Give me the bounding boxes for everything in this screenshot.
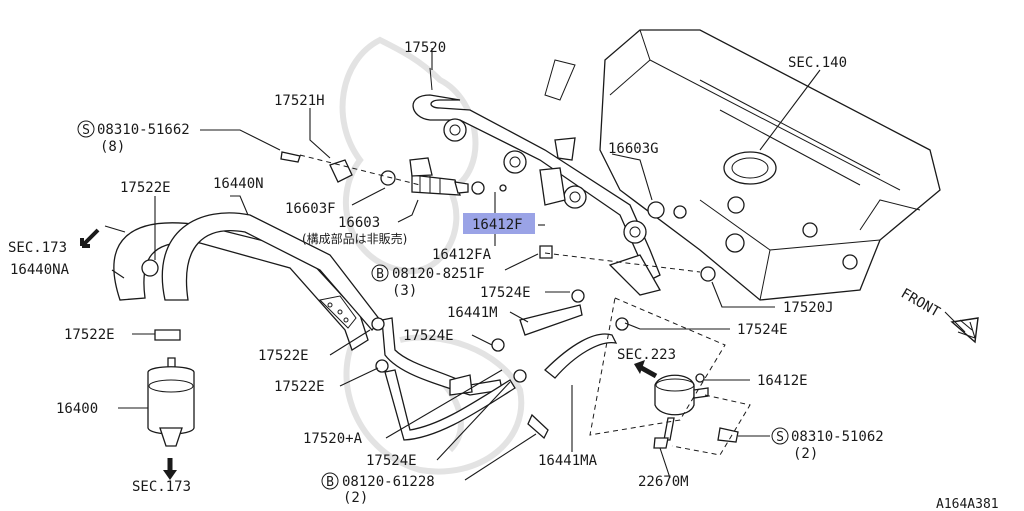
label-08310-51062: 08310-51062 [791, 429, 884, 445]
label-16412fa: 16412FA [432, 247, 492, 263]
label-17524e: 17524E [403, 328, 454, 344]
label-16603f: 16603F [285, 201, 336, 217]
label-08120-61228-qty: (2) [343, 490, 368, 506]
label-16603g: 16603G [608, 141, 659, 157]
lower-fuel-pipes [371, 289, 629, 441]
label-16440n: 16440N [213, 176, 264, 192]
svg-text:S: S [82, 123, 90, 138]
label-16441m: 16441M [447, 305, 498, 321]
label-08310-51062-qty: (2) [793, 446, 818, 462]
label-17520: 17520 [404, 40, 446, 56]
label-17520-a: 17520+A [303, 431, 363, 447]
label-17522e: 17522E [120, 180, 171, 196]
label-16603: 16603 [338, 215, 380, 231]
s-marker-icon: S [771, 427, 789, 445]
label-sec-140: SEC.140 [788, 55, 847, 71]
label-16441ma: 16441MA [538, 453, 598, 469]
s-marker-icon: S [77, 120, 95, 138]
fuel-rail [412, 67, 661, 296]
highlight-box [463, 213, 535, 234]
label-sec-223: SEC.223 [617, 347, 676, 363]
svg-text:S: S [776, 430, 784, 445]
label-16400: 16400 [56, 401, 98, 417]
label-17522e: 17522E [258, 348, 309, 364]
b-marker-icon: B [321, 472, 339, 490]
label-08120-8251f: 08120-8251F [392, 266, 485, 282]
label-17524e: 17524E [366, 453, 417, 469]
fasteners [280, 151, 739, 443]
fuel-filter [147, 357, 195, 447]
label-not-sold-note: (構成部品は非販売) [302, 231, 407, 246]
b-marker-icon: B [371, 264, 389, 282]
label-17524e: 17524E [480, 285, 531, 301]
svg-text:B: B [326, 475, 334, 490]
label-16412e: 16412E [757, 373, 808, 389]
label-16440na: 16440NA [10, 262, 70, 278]
label-17521h: 17521H [274, 93, 325, 109]
label-17522e: 17522E [274, 379, 325, 395]
label-17522e: 17522E [64, 327, 115, 343]
diagram-code: A164A381 [936, 497, 999, 511]
svg-text:B: B [376, 267, 384, 282]
label-17524e: 17524E [737, 322, 788, 338]
fuel-injector [380, 157, 507, 196]
leader-lines [104, 48, 821, 481]
label-sec-173: SEC.173 [132, 479, 191, 495]
front-arrow-icon [944, 311, 979, 344]
label-08310-51662: 08310-51662 [97, 122, 190, 138]
label-22670m: 22670M [638, 474, 689, 490]
label-08120-8251f-qty: (3) [392, 283, 417, 299]
label-08120-61228: 08120-61228 [342, 474, 435, 490]
label-front: FRONT [898, 286, 943, 321]
fuel-hoses [113, 212, 381, 351]
pressure-regulator [653, 373, 709, 449]
label-08310-51662-qty: (8) [100, 139, 125, 155]
rocker-cover [544, 29, 941, 301]
arrow-icons [80, 228, 658, 480]
label-16412f: 16412F [472, 217, 523, 233]
label-sec-173: SEC.173 [8, 240, 67, 256]
label-17520j: 17520J [783, 300, 834, 316]
